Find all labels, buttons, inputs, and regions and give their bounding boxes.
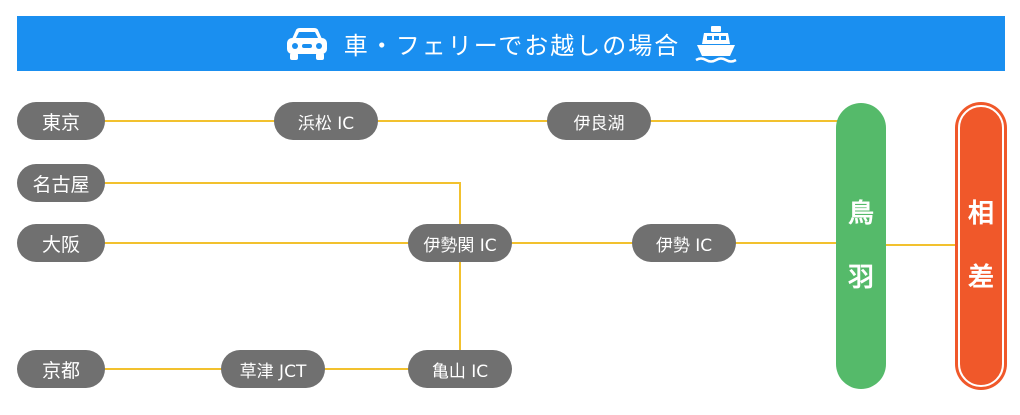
car-icon	[284, 25, 330, 63]
toba-char-2: 羽	[847, 263, 874, 293]
aisa-char-2: 差	[967, 263, 994, 293]
header-title: 車・フェリーでお越しの場合	[343, 32, 681, 60]
origin-tokyo[interactable]: 東京	[17, 102, 105, 140]
stop-kameyama-ic[interactable]: 亀山 IC	[408, 350, 512, 388]
origin-kyoto[interactable]: 京都	[17, 350, 105, 388]
stop-irako[interactable]: 伊良湖	[547, 102, 651, 140]
ferry-icon	[694, 24, 738, 64]
stop-kusatsu-jct[interactable]: 草津 JCT	[221, 350, 325, 388]
stop-ise-ic[interactable]: 伊勢 IC	[632, 224, 736, 262]
destination-aisa[interactable]: 相 差	[958, 105, 1004, 387]
header-banner: 車・フェリーでお越しの場合	[17, 16, 1005, 71]
stop-hamamatsu-ic[interactable]: 浜松 IC	[274, 102, 378, 140]
aisa-char-1: 相	[967, 199, 994, 229]
stop-iseseki-ic[interactable]: 伊勢関 IC	[408, 224, 512, 262]
destination-toba[interactable]: 鳥 羽	[836, 103, 886, 389]
route-line-nagoya	[100, 182, 461, 369]
origin-nagoya[interactable]: 名古屋	[17, 164, 105, 202]
origin-osaka[interactable]: 大阪	[17, 224, 105, 262]
toba-char-1: 鳥	[847, 199, 874, 229]
